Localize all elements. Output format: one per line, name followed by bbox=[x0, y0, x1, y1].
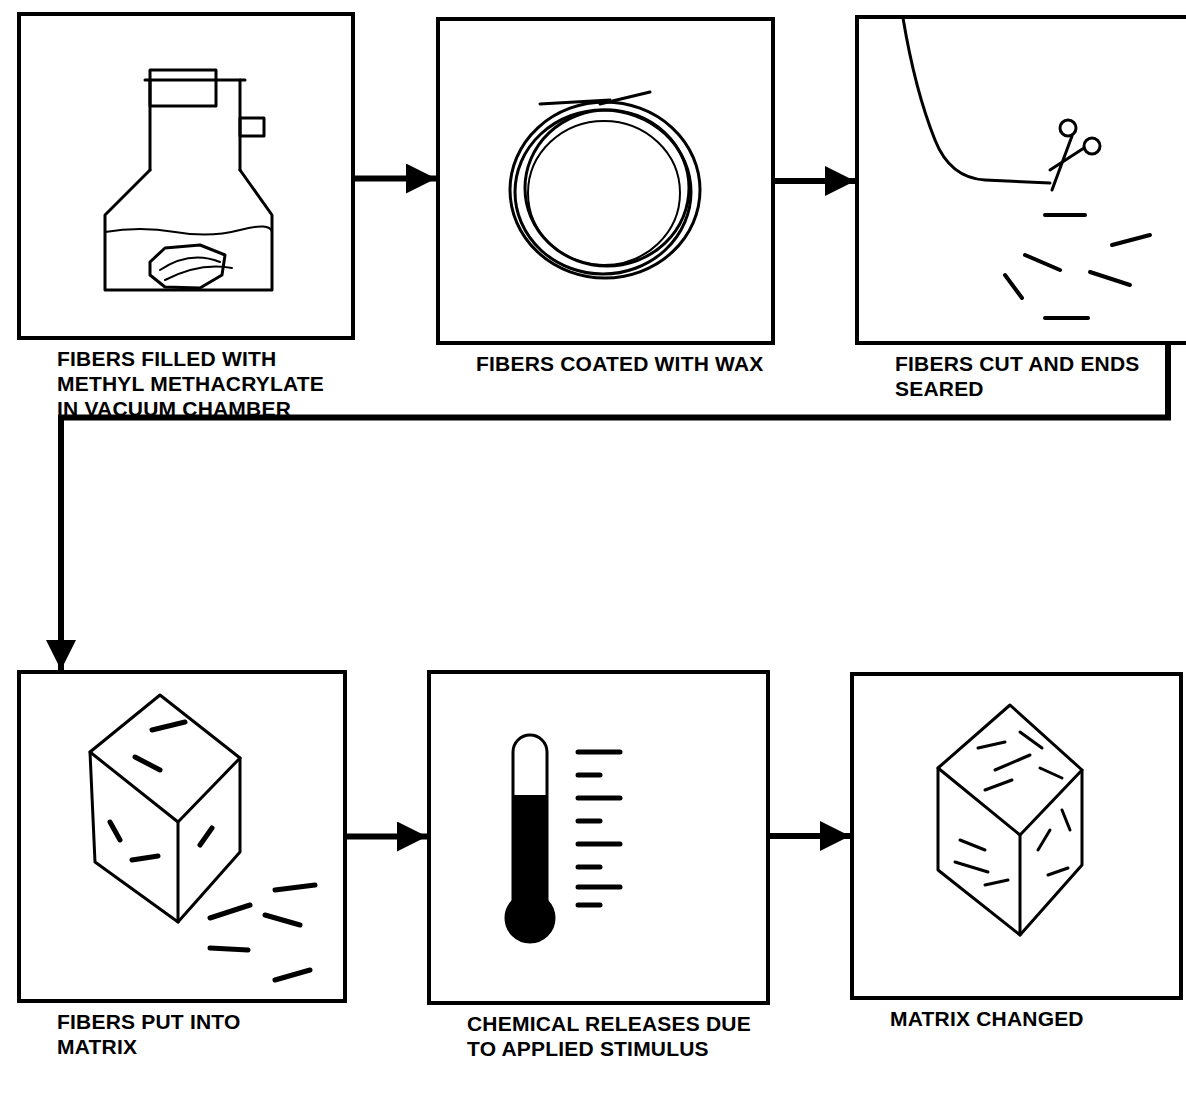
matrix-cube bbox=[90, 695, 240, 822]
flow-arrow bbox=[355, 176, 436, 182]
thermometer bbox=[513, 795, 547, 917]
wax-coated-fiber-coil bbox=[525, 110, 689, 266]
fiber-coil-in-liquid bbox=[165, 267, 232, 281]
fiber-pieces bbox=[1005, 215, 1150, 318]
fiber-pieces bbox=[1112, 235, 1150, 245]
matrix-cube bbox=[90, 752, 178, 922]
thermometer-scale bbox=[578, 903, 600, 908]
fibers-in-matrix bbox=[110, 722, 315, 980]
thermometer-scale bbox=[578, 885, 620, 890]
dispersed-fibers bbox=[1038, 830, 1050, 850]
process-panel: CHEMICAL RELEASES DUE TO APPLIED STIMULU… bbox=[427, 670, 770, 1005]
matrix-cube bbox=[178, 758, 240, 922]
matrix-cube bbox=[90, 695, 240, 922]
vacuum-flask bbox=[150, 70, 216, 106]
dispersed-fibers bbox=[1048, 868, 1068, 875]
dispersed-fibers bbox=[1020, 732, 1042, 748]
dispersed-fibers bbox=[985, 880, 1008, 885]
vacuum-flask bbox=[240, 118, 264, 136]
fiber-coil-in-liquid bbox=[150, 245, 232, 288]
flow-arrow bbox=[770, 833, 850, 839]
dispersed-fibers bbox=[978, 742, 1005, 748]
fibers-in-matrix bbox=[110, 822, 120, 840]
fiber-pieces bbox=[1090, 272, 1130, 285]
fibers-in-matrix bbox=[152, 722, 185, 730]
fiber-being-cut bbox=[1060, 120, 1076, 136]
fiber-pieces bbox=[1025, 255, 1060, 270]
fiber-pieces bbox=[1045, 316, 1088, 320]
step-caption: FIBERS CUT AND ENDS SEARED bbox=[895, 351, 1145, 401]
thermometer-scale bbox=[578, 773, 600, 778]
dispersed-fibers bbox=[1040, 768, 1062, 778]
vacuum-flask bbox=[105, 226, 272, 234]
fibers-in-matrix bbox=[200, 828, 212, 845]
dispersed-fibers bbox=[995, 755, 1030, 770]
thermometer-scale bbox=[578, 842, 620, 847]
step-caption: FIBERS COATED WITH WAX bbox=[476, 351, 776, 376]
vacuum-flask bbox=[149, 80, 152, 170]
dispersed-fibers bbox=[960, 840, 985, 850]
fibers-in-matrix bbox=[132, 856, 158, 860]
fiber-being-cut bbox=[1084, 138, 1100, 154]
thermometer-scale bbox=[578, 796, 620, 801]
wax-coated-fiber-coil bbox=[510, 102, 700, 278]
step-caption: MATRIX CHANGED bbox=[890, 1006, 1180, 1031]
process-panel: FIBERS PUT INTO MATRIX bbox=[17, 670, 347, 1003]
thermometer bbox=[506, 735, 554, 942]
dispersed-fibers bbox=[955, 732, 1070, 885]
process-panel: FIBERS CUT AND ENDS SEARED bbox=[855, 15, 1186, 345]
vacuum-flask bbox=[105, 70, 272, 290]
thermometer-scale bbox=[578, 819, 600, 824]
fibers-in-matrix bbox=[275, 970, 310, 980]
fiber-being-cut bbox=[903, 18, 1050, 183]
step-caption: CHEMICAL RELEASES DUE TO APPLIED STIMULU… bbox=[467, 1011, 757, 1061]
thermometer-scale bbox=[578, 865, 600, 870]
thermometer-scale bbox=[578, 752, 620, 905]
fibers-in-matrix bbox=[210, 905, 250, 918]
fibers-in-matrix bbox=[135, 757, 160, 770]
fibers-in-matrix bbox=[265, 915, 300, 925]
fibers-in-matrix bbox=[210, 948, 248, 950]
process-panel: FIBERS COATED WITH WAX bbox=[436, 17, 775, 345]
thermometer-scale bbox=[578, 750, 620, 755]
flow-arrow bbox=[347, 834, 427, 840]
fibers-in-matrix bbox=[275, 885, 315, 890]
fiber-being-cut bbox=[903, 18, 1100, 190]
changed-matrix-cube bbox=[938, 705, 1082, 835]
changed-matrix-cube bbox=[938, 705, 1082, 935]
changed-matrix-cube bbox=[938, 768, 1020, 935]
wax-coated-fiber-coil bbox=[515, 110, 691, 274]
fiber-pieces bbox=[1045, 213, 1085, 217]
step-caption: FIBERS FILLED WITH METHYL METHACRYLATE I… bbox=[57, 346, 337, 422]
vacuum-flask bbox=[105, 170, 272, 290]
fiber-coil-in-liquid bbox=[160, 258, 220, 271]
process-panel: FIBERS FILLED WITH METHYL METHACRYLATE I… bbox=[17, 12, 355, 340]
dispersed-fibers bbox=[1062, 810, 1070, 830]
changed-matrix-cube bbox=[1020, 770, 1082, 935]
fiber-being-cut bbox=[1050, 148, 1084, 170]
dispersed-fibers bbox=[985, 780, 1012, 790]
wax-coated-fiber-coil bbox=[600, 92, 650, 104]
vacuum-flask bbox=[145, 79, 245, 82]
wax-coated-fiber-coil bbox=[528, 121, 680, 265]
process-panel: MATRIX CHANGED bbox=[850, 672, 1183, 1000]
step-caption: FIBERS PUT INTO MATRIX bbox=[57, 1009, 317, 1059]
flow-arrow bbox=[775, 178, 855, 184]
dispersed-fibers bbox=[955, 862, 988, 872]
wax-coated-fiber-coil bbox=[510, 92, 700, 278]
fiber-pieces bbox=[1005, 275, 1022, 298]
